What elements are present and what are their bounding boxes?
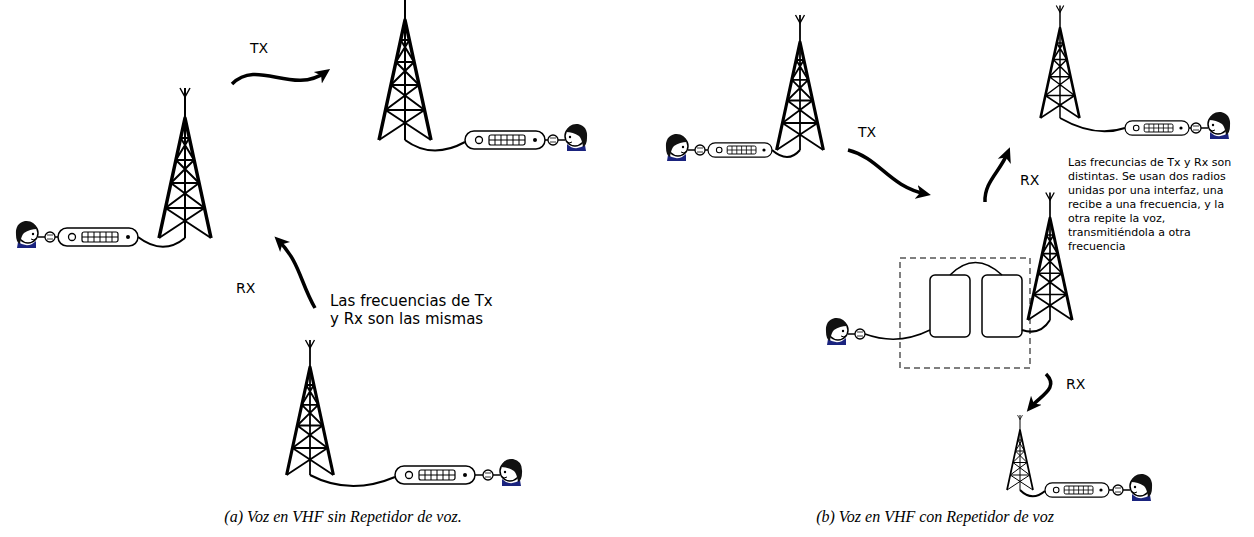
figure-caption-slot: (b) Voz en VHF con Repetidor de voz: [700, 508, 1170, 526]
radio: [1125, 121, 1189, 135]
arrow-label: RX: [236, 280, 255, 296]
antenna-cable: [772, 150, 800, 157]
antenna-cable: [138, 237, 185, 247]
person: [1113, 474, 1152, 501]
radio: [1045, 483, 1109, 497]
radio: [465, 131, 545, 149]
tx-wave: [848, 150, 926, 194]
arrow-label-slot: TX: [250, 40, 268, 56]
mic-cable: [865, 330, 930, 339]
arrow-label-slot: RX: [1020, 172, 1039, 188]
repeater-enclosure: [900, 258, 1030, 368]
mic-cable: [1109, 489, 1113, 491]
tower: [1007, 415, 1033, 490]
person: [666, 134, 705, 161]
radio: [58, 228, 138, 246]
person: [826, 318, 865, 345]
person: [1191, 112, 1230, 139]
arrow-label-slot: RX: [236, 280, 255, 296]
mic-cable: [475, 474, 483, 476]
figure-caption: (a) Voz en VHF sin Repetidor de voz.: [100, 508, 586, 526]
note-text-slot: Las frecuencias de Tx y Rx son las misma…: [330, 292, 500, 328]
person: [16, 221, 55, 248]
interface-cable: [950, 263, 1002, 276]
person: [483, 459, 522, 486]
tx-wave: [232, 72, 326, 84]
person: [548, 124, 587, 151]
antenna-cable: [405, 140, 465, 151]
panel-b: [666, 6, 1230, 502]
rx-wave: [985, 152, 1008, 202]
repeater-radio: [982, 275, 1022, 337]
tower: [777, 15, 824, 150]
tower: [1041, 6, 1080, 119]
arrow-label: TX: [250, 40, 268, 56]
arrow-label: RX: [1066, 376, 1085, 392]
arrow-label-slot: TX: [858, 124, 876, 140]
rx-wave: [278, 240, 315, 308]
figure-caption: (b) Voz en VHF con Repetidor de voz: [700, 508, 1170, 526]
radio: [395, 466, 475, 484]
mic-cable: [545, 139, 548, 141]
figure-caption-slot: (a) Voz en VHF sin Repetidor de voz.: [100, 508, 586, 526]
tower: [1028, 193, 1072, 321]
rx-wave: [1030, 374, 1051, 408]
tower: [287, 340, 334, 475]
mic-cable: [1189, 127, 1191, 129]
antenna-cable: [310, 475, 395, 486]
repeater-radio: [930, 275, 970, 337]
antenna-cable: [1020, 490, 1045, 496]
arrow-label: RX: [1020, 172, 1039, 188]
panel-a: [16, 0, 587, 486]
arrow-label: TX: [858, 124, 876, 140]
note-text: Las frecuencias de Tx y Rx son las misma…: [330, 292, 500, 328]
note-text-slot: Las frecuncias de Tx y Rx son distintas.…: [1068, 156, 1248, 254]
tower: [159, 88, 211, 238]
radio: [708, 143, 772, 157]
note-text: Las frecuncias de Tx y Rx son distintas.…: [1068, 156, 1248, 254]
antenna-cable: [1022, 320, 1050, 332]
tower: [379, 0, 431, 140]
antenna-cable: [1060, 118, 1125, 131]
arrow-label-slot: RX: [1066, 376, 1085, 392]
